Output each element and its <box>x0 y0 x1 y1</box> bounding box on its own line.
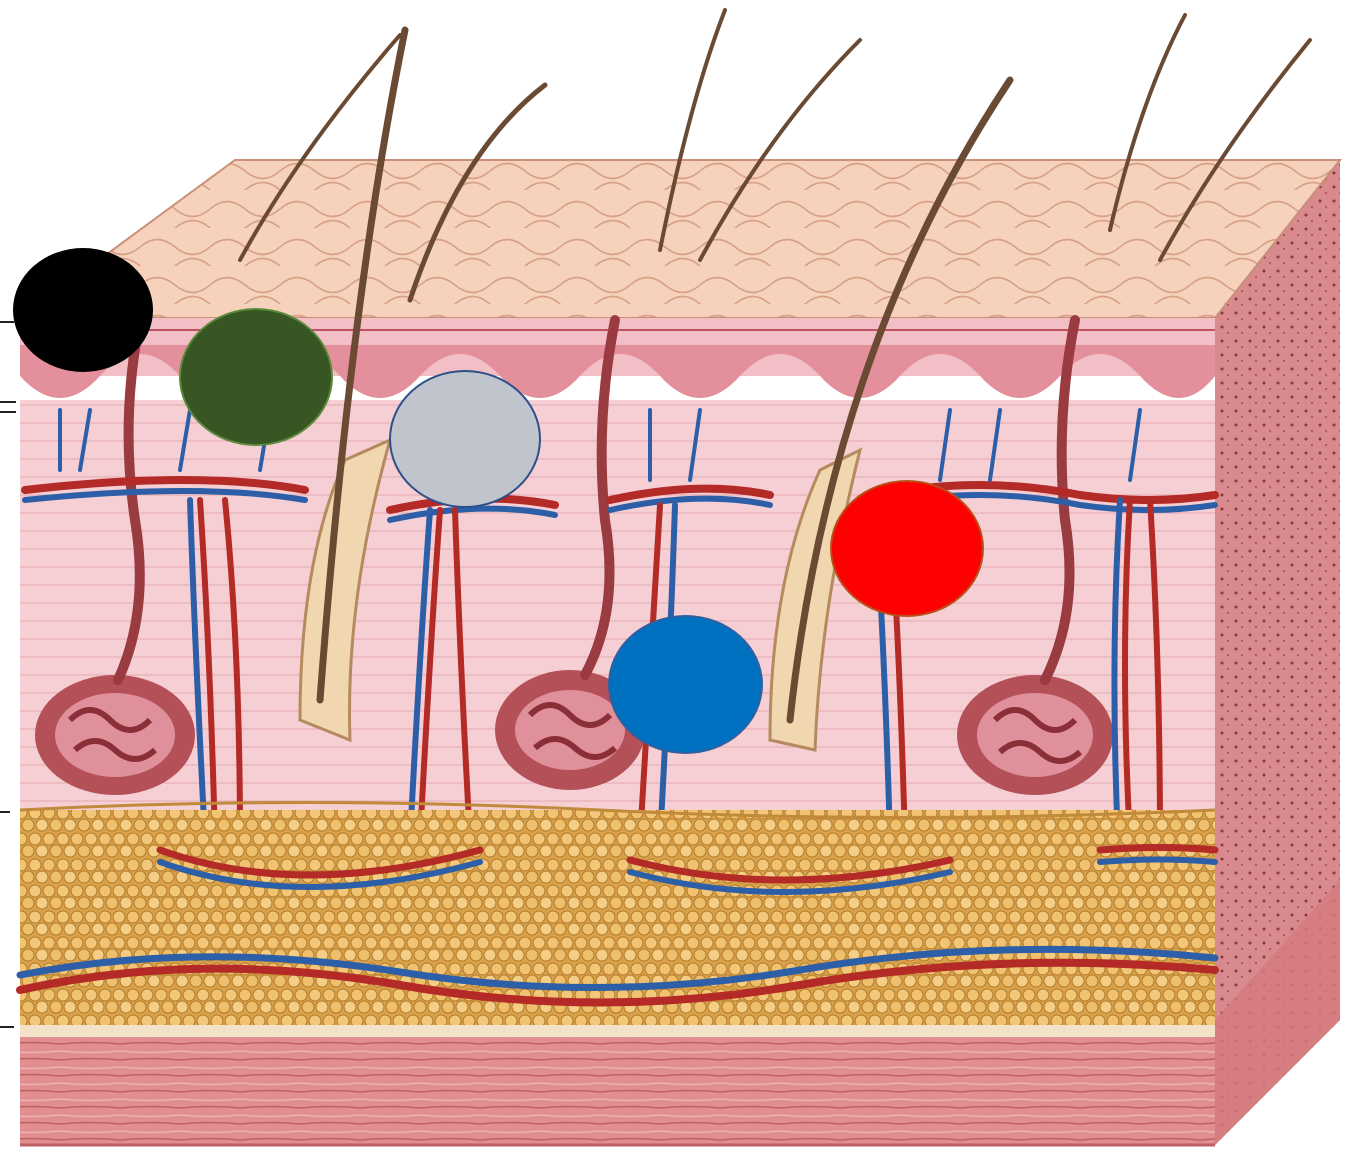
marker-blue[interactable] <box>608 615 763 754</box>
marker-grey[interactable] <box>389 370 541 508</box>
marker-black[interactable] <box>13 248 153 372</box>
epidermis-surface <box>20 160 1340 318</box>
marker-red[interactable] <box>830 480 984 617</box>
marker-dark-green[interactable] <box>179 308 333 446</box>
leader-ticks <box>0 322 16 1027</box>
muscle-layer <box>20 1037 1215 1145</box>
subcutaneous-fat-layer <box>20 810 1215 1025</box>
